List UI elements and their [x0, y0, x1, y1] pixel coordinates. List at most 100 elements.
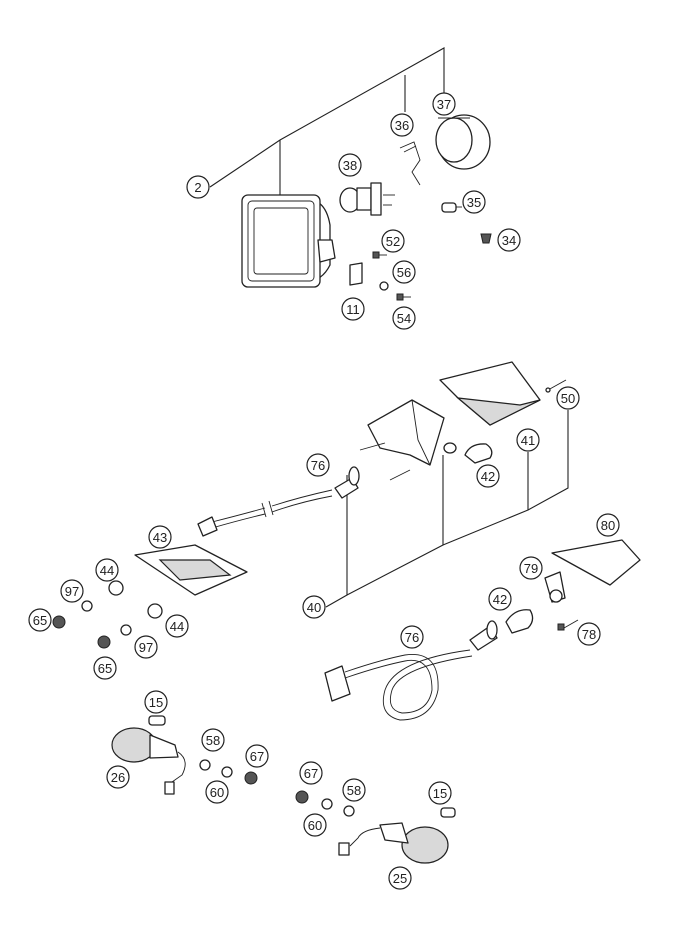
callout-54: 54: [392, 306, 416, 330]
screw-part-50: [545, 379, 567, 393]
callout-circle: [516, 428, 540, 452]
callout-number: 40: [307, 600, 321, 615]
callout-number: 60: [308, 818, 322, 833]
callout-number: 60: [210, 785, 224, 800]
cover-part-80: [551, 539, 641, 586]
callout-number: 80: [601, 518, 615, 533]
callout-44: 44: [95, 558, 119, 582]
callout-number: 38: [343, 158, 357, 173]
bracket-part-79: [544, 571, 566, 603]
ring-part-37: [435, 114, 491, 170]
callout-number: 52: [386, 234, 400, 249]
callout-circle: [106, 765, 130, 789]
callout-number: 15: [149, 695, 163, 710]
callout-circle: [519, 556, 543, 580]
callout-38: 38: [338, 153, 362, 177]
callout-circle: [488, 587, 512, 611]
callout-number: 58: [347, 783, 361, 798]
callout-number: 58: [206, 733, 220, 748]
callout-number: 76: [311, 458, 325, 473]
bulb-part-42-bottom: [505, 609, 534, 634]
callout-67: 67: [299, 761, 323, 785]
callout-80: 80: [596, 513, 620, 537]
bulb-part-15-left: [148, 715, 166, 726]
callout-number: 42: [493, 592, 507, 607]
callout-circle: [245, 744, 269, 768]
hardware-left-signal: [199, 759, 258, 785]
callout-97: 97: [60, 579, 84, 603]
callout-circle: [201, 728, 225, 752]
callout-79: 79: [519, 556, 543, 580]
callout-circle: [134, 635, 158, 659]
callout-67: 67: [245, 744, 269, 768]
callout-42: 42: [488, 587, 512, 611]
callout-circle: [165, 614, 189, 638]
callout-circle: [392, 306, 416, 330]
callout-number: 35: [467, 195, 481, 210]
hardware-right-signal: [295, 790, 355, 817]
callout-number: 26: [111, 770, 125, 785]
callout-number: 36: [395, 118, 409, 133]
callout-78: 78: [577, 622, 601, 646]
callout-circle: [476, 464, 500, 488]
callout-circle: [299, 761, 323, 785]
callout-circle: [303, 813, 327, 837]
screw-part-52: [372, 251, 387, 259]
callout-number: 65: [98, 661, 112, 676]
callout-circle: [148, 525, 172, 549]
callout-15: 15: [144, 690, 168, 714]
callout-number: 56: [397, 265, 411, 280]
callout-number: 43: [153, 530, 167, 545]
callout-number: 37: [437, 97, 451, 112]
callout-circle: [342, 778, 366, 802]
bulb-part-38: [339, 182, 395, 216]
callout-60: 60: [205, 780, 229, 804]
callout-circle: [577, 622, 601, 646]
callout-number: 67: [304, 766, 318, 781]
callout-number: 78: [582, 627, 596, 642]
plate-part-43: [134, 544, 248, 596]
callout-60: 60: [303, 813, 327, 837]
callout-circle: [60, 579, 84, 603]
callout-circle: [388, 866, 412, 890]
bolt-part-54: [396, 293, 411, 301]
callout-number: 44: [100, 563, 114, 578]
small-bulb-part-35: [441, 202, 462, 213]
callout-56: 56: [392, 260, 416, 284]
callout-number: 41: [521, 433, 535, 448]
callout-circle: [390, 113, 414, 137]
callout-number: 11: [346, 302, 360, 317]
callout-50: 50: [556, 386, 580, 410]
tail-housing-part: [367, 399, 457, 466]
callout-circle: [205, 780, 229, 804]
callout-number: 15: [433, 786, 447, 801]
callout-circle: [497, 228, 521, 252]
callout-number: 54: [397, 311, 411, 326]
callout-44: 44: [165, 614, 189, 638]
callout-36: 36: [390, 113, 414, 137]
callout-circle: [400, 625, 424, 649]
callout-number: 34: [502, 233, 516, 248]
callout-circle: [93, 656, 117, 680]
callout-97: 97: [134, 635, 158, 659]
callout-65: 65: [28, 608, 52, 632]
leader-lines-taillight: [325, 410, 569, 608]
callout-41: 41: [516, 428, 540, 452]
wiring-harness-part-76-top: [197, 466, 360, 537]
callout-35: 35: [462, 190, 486, 214]
callout-circle: [432, 92, 456, 116]
callout-2: 2: [186, 175, 210, 199]
grommet-part-34: [480, 233, 492, 244]
callout-number: 65: [33, 613, 47, 628]
bracket-part-11: [349, 262, 363, 286]
callout-number: 79: [524, 561, 538, 576]
turn-signal-part-26: [111, 727, 186, 795]
callout-circle: [306, 453, 330, 477]
callout-number: 2: [194, 180, 201, 195]
callout-52: 52: [381, 229, 405, 253]
callout-76: 76: [306, 453, 330, 477]
callout-42: 42: [476, 464, 500, 488]
callout-number: 67: [250, 749, 264, 764]
callout-40: 40: [302, 595, 326, 619]
callout-37: 37: [432, 92, 456, 116]
